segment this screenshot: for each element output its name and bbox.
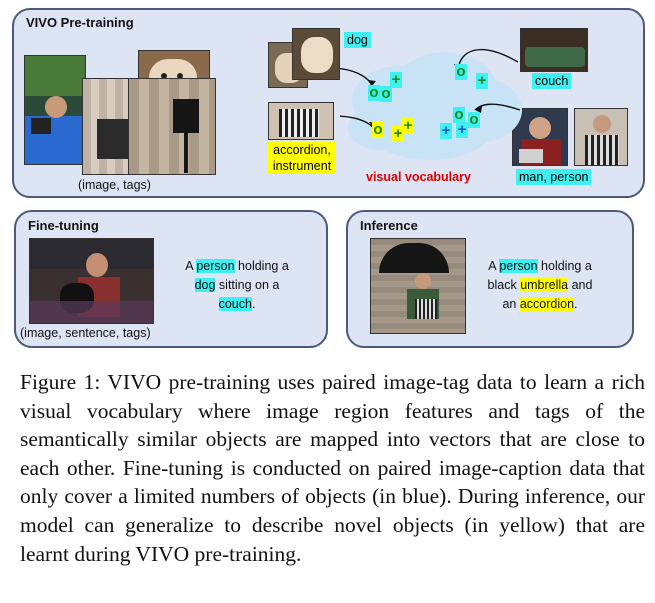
inference-word-accordion: accordion [519,297,575,311]
vocab-glyph-plus-6: + [456,121,468,138]
finetune-caption-line1: A person holding a [172,257,302,276]
speaker-photo [128,78,216,175]
finetune-word-dog: dog [194,278,216,292]
image-tags-label: (image, tags) [78,178,151,192]
finetune-word-person: person [196,259,235,273]
tag-accordion-line1: accordion, [273,143,331,157]
inference-caption: A person holding a black umbrella and an… [475,257,605,314]
dog-photo-2 [292,28,340,80]
vocab-glyph-o-3: o [455,63,467,80]
inference-caption-line1: A person holding a [475,257,605,276]
inference-photo [370,238,466,334]
finetune-sublabel: (image, sentence, tags) [20,326,151,340]
finetune-caption-a: A [185,259,197,273]
inference-caption-c: black [487,278,521,292]
vocab-glyph-plus-4: + [402,117,414,134]
inference-caption-a: A [488,259,500,273]
finetune-caption-b: holding a [234,259,289,273]
inference-caption-line3: an accordion. [475,295,605,314]
vocab-glyph-plus-1: + [390,71,402,88]
tag-accordion-line2: instrument [272,159,332,173]
finetune-caption-d: . [251,297,256,311]
finetuning-title: Fine-tuning [28,218,99,233]
finetune-caption: A person holding a dog sitting on a couc… [172,257,302,314]
vocabulary-cloud [340,48,522,160]
tag-dog: dog [344,32,371,48]
inference-caption-b: holding a [537,259,592,273]
inference-word-umbrella: umbrella [520,278,569,292]
finetune-word-couch: couch [218,297,252,311]
finetune-caption-line2: dog sitting on a [172,276,302,295]
vocab-glyph-o-6: o [468,111,480,128]
figure-caption: Figure 1: VIVO pre-training uses paired … [20,370,645,566]
inference-caption-e: an [502,297,520,311]
finetune-photo [29,238,154,324]
inference-title: Inference [360,218,418,233]
accordion-man-photo [574,108,628,166]
tag-couch: couch [532,73,572,89]
vocab-glyph-o-4: o [372,121,384,138]
man-laptop-photo [512,108,568,166]
inference-caption-line2: black umbrella and [475,276,605,295]
finetune-caption-line3: couch. [172,295,302,314]
vocab-glyph-plus-5: + [440,122,452,139]
vocab-glyph-o-5: o [453,106,465,123]
accordion-photo-small [268,102,334,140]
vocab-glyph-o-2: o [380,85,392,102]
pretraining-title: VIVO Pre-training [26,15,134,30]
couch-photo [520,28,588,72]
man-desk-photo [24,55,86,165]
inference-caption-f: . [574,297,578,311]
tag-accordion: accordion, instrument [268,142,336,174]
vocab-glyph-o-1: o [368,84,380,101]
finetune-caption-c: sitting on a [215,278,280,292]
tag-man-person: man, person [516,169,592,185]
inference-word-person: person [499,259,538,273]
inference-caption-d: and [568,278,593,292]
vocab-glyph-plus-2: + [476,72,488,89]
vocab-glyph-plus-3: + [392,125,404,142]
visual-vocabulary-label: visual vocabulary [366,170,471,184]
